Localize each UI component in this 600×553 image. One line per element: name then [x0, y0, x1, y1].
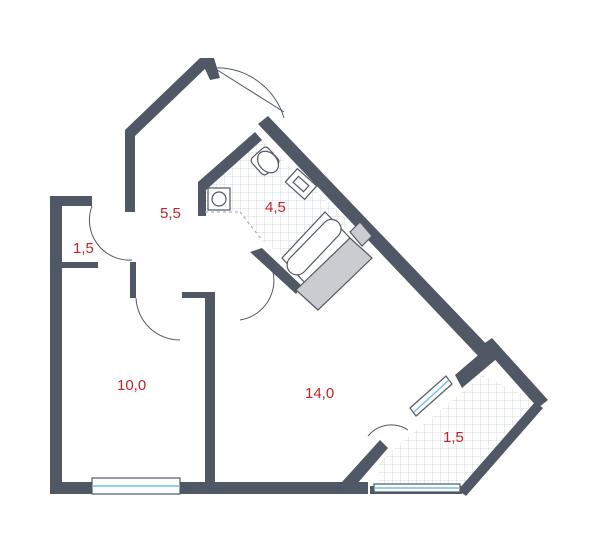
doors	[88, 67, 409, 437]
room-area-living: 14,0	[305, 385, 334, 402]
room-area-closet: 1,5	[73, 240, 94, 257]
room-area-hall: 5,5	[160, 205, 181, 222]
washing-machine-icon	[207, 187, 231, 211]
sink-icon	[284, 167, 318, 201]
walls	[50, 58, 548, 496]
room-area-bathroom: 4,5	[265, 199, 286, 216]
balcony-tiles	[378, 375, 535, 490]
room-area-bedroom: 10,0	[117, 377, 146, 394]
bathtub-icon	[281, 211, 351, 285]
room-area-balcony: 1,5	[443, 429, 464, 446]
toilet-icon	[250, 146, 280, 176]
balcony-window	[409, 375, 453, 417]
balcony-bottom-window	[373, 483, 461, 493]
bath-panel	[295, 221, 373, 311]
bedroom-window	[91, 477, 181, 495]
